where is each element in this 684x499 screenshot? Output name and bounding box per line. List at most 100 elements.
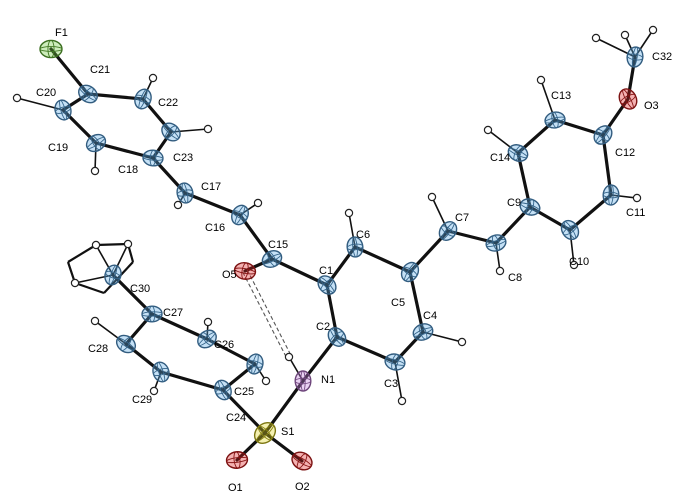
atom-principal-axis xyxy=(551,111,559,129)
atom-ellipsoid xyxy=(39,39,63,59)
atom-principal-axis xyxy=(164,125,178,139)
atom-label-c29: C29 xyxy=(132,394,152,406)
hydrogen-atom-h26 xyxy=(203,317,213,327)
hydrogen-atom-h20 xyxy=(12,93,22,103)
hydrogen-atom-h13 xyxy=(536,75,546,85)
atom-label-o2: O2 xyxy=(295,481,310,493)
bond-c7-h7 xyxy=(431,196,449,232)
atom-c26 xyxy=(197,329,217,349)
atom-principal-axis xyxy=(296,453,308,469)
atom-label-c30: C30 xyxy=(130,283,150,295)
atom-principal-axis xyxy=(226,456,248,464)
atom-principal-axis xyxy=(300,370,306,392)
atom-label-c5: C5 xyxy=(391,297,405,309)
bond-c21-c20 xyxy=(61,92,90,112)
bond-c15-o5 xyxy=(243,257,274,273)
hydrogen-atom-h23 xyxy=(203,124,213,134)
atom-label-o1: O1 xyxy=(228,482,243,494)
atom-c16 xyxy=(231,204,249,226)
atom-principal-axis xyxy=(148,305,156,323)
atom-principal-axis xyxy=(292,454,312,468)
atom-principal-axis xyxy=(563,221,577,239)
atom-principal-axis xyxy=(631,46,639,68)
atom-principal-axis xyxy=(513,145,523,161)
atom-c24 xyxy=(214,379,232,401)
atom-label-c25: C25 xyxy=(234,386,254,398)
atom-label-c14: C14 xyxy=(490,152,510,164)
bond-c8-h8 xyxy=(495,242,501,272)
atom-label-c13: C13 xyxy=(551,90,571,102)
bond-c12-o3 xyxy=(601,97,630,137)
hydrogen-atom-h11 xyxy=(632,193,642,203)
bond-c3-h3 xyxy=(394,361,403,402)
atom-principal-axis xyxy=(59,99,67,121)
atom-n1 xyxy=(294,370,312,392)
bond-c10-h10 xyxy=(569,229,575,266)
atom-label-c6: C6 xyxy=(356,229,370,241)
atom-principal-axis xyxy=(602,191,620,199)
atom-label-c32: C32 xyxy=(652,51,672,63)
hydrogen-atom-h8 xyxy=(495,266,505,276)
atom-principal-axis xyxy=(251,353,259,375)
atom-c17 xyxy=(176,182,194,204)
atom-principal-axis xyxy=(39,46,63,52)
hydrogen-atom-h22 xyxy=(148,73,158,83)
atom-ellipsoid xyxy=(294,370,312,392)
atom-label-c2: C2 xyxy=(316,321,330,333)
atom-label-c27: C27 xyxy=(163,307,183,319)
atom-c6 xyxy=(346,236,364,258)
hydrogen-atom-h6 xyxy=(344,208,354,218)
atom-label-c15: C15 xyxy=(268,239,288,251)
bond-c18-c17 xyxy=(151,156,187,195)
atom-c2 xyxy=(327,327,347,347)
atom-principal-axis xyxy=(319,277,335,293)
bond-c30-h30c xyxy=(74,274,114,284)
atom-c28 xyxy=(115,334,137,354)
atom-principal-axis xyxy=(391,353,399,371)
atom-principal-axis xyxy=(262,253,282,265)
atom-principal-axis xyxy=(413,327,433,337)
hydrogen-atom-h32b xyxy=(648,25,658,35)
atom-label-c20: C20 xyxy=(36,87,56,99)
atom-c3 xyxy=(384,353,406,371)
atom-label-c4: C4 xyxy=(423,310,437,322)
atom-principal-axis xyxy=(520,202,540,212)
atom-o2 xyxy=(291,451,313,471)
bond-c23-h23 xyxy=(170,128,209,133)
atom-label-o5: O5 xyxy=(222,269,237,281)
atom-label-c24: C24 xyxy=(226,412,246,424)
atom-principal-axis xyxy=(485,238,507,248)
bond-c27-c28 xyxy=(124,312,154,346)
atom-label-f1: F1 xyxy=(55,27,68,39)
atom-principal-axis xyxy=(120,336,132,352)
atom-c10 xyxy=(560,219,580,241)
atom-principal-axis xyxy=(218,380,228,400)
atom-c20 xyxy=(54,99,72,121)
atom-ellipsoid xyxy=(593,125,613,145)
atom-principal-axis xyxy=(108,265,118,285)
atom-principal-axis xyxy=(608,184,614,206)
atom-label-c9: C9 xyxy=(507,197,521,209)
atom-label-o3: O3 xyxy=(644,100,659,112)
hydrogen-atom-h1n xyxy=(284,352,294,362)
atom-label-c8: C8 xyxy=(508,272,522,284)
atom-principal-axis xyxy=(620,93,636,105)
atom-label-c1: C1 xyxy=(319,265,333,277)
bond-o3-c32 xyxy=(626,55,637,101)
atom-principal-axis xyxy=(596,129,610,141)
bond-c32-h32a xyxy=(595,37,636,58)
bond-c29-c24 xyxy=(159,370,225,392)
atom-principal-axis xyxy=(142,155,164,161)
atom-o1 xyxy=(225,451,249,469)
atom-principal-axis xyxy=(256,424,274,442)
atom-principal-axis xyxy=(544,116,566,124)
hydrogen-atom-h28 xyxy=(90,316,100,326)
atom-c29 xyxy=(152,361,170,383)
hydrogen-atom-h25 xyxy=(261,376,271,386)
bond-c5-c4 xyxy=(408,270,425,334)
atom-c7 xyxy=(438,221,458,241)
atom-principal-axis xyxy=(402,266,418,278)
atom-principal-axis xyxy=(294,377,312,385)
bond-c4-c3 xyxy=(393,330,425,364)
